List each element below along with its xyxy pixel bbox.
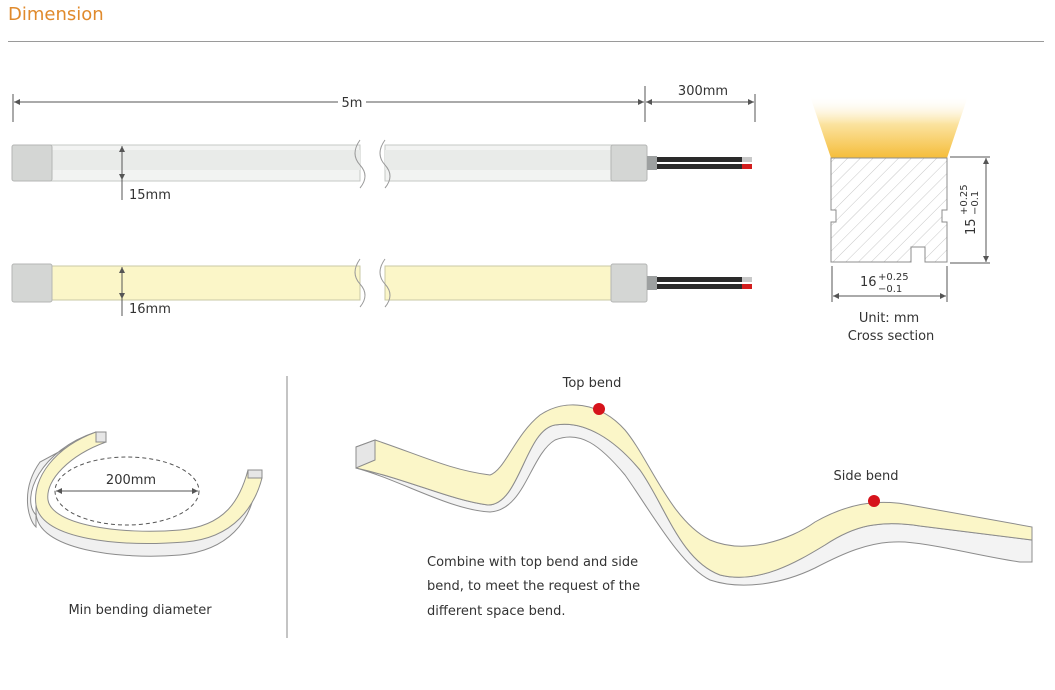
width-tol-plus: +0.25 — [878, 272, 909, 283]
width-tol-minus: −0.1 — [878, 284, 902, 295]
length-dimension: 5m 300mm — [12, 84, 756, 122]
description-line-3: different space bend. — [427, 604, 566, 619]
diameter-label: 200mm — [106, 473, 156, 488]
height-tol-minus: −0.1 — [970, 191, 981, 215]
top-bend-label: Top bend — [562, 376, 622, 391]
yellow-strip — [11, 258, 752, 308]
section-title: Dimension — [8, 4, 104, 25]
length-label: 5m — [342, 96, 363, 111]
clear-width-dimension: 15mm — [119, 146, 171, 203]
yellow-width-label: 16mm — [129, 302, 171, 317]
description-line-1: Combine with top bend and side — [427, 555, 638, 570]
unit-label: Unit: mm — [859, 311, 919, 326]
side-bend-label: Side bend — [834, 469, 899, 484]
clear-width-label: 15mm — [129, 188, 171, 203]
side-bend-marker — [868, 495, 880, 507]
u-bend-strip — [26, 431, 263, 557]
lead-length-label: 300mm — [678, 84, 728, 99]
yellow-width-dimension: 16mm — [119, 267, 171, 317]
bending-caption: Min bending diameter — [68, 603, 212, 618]
width-base-label: 16 — [860, 275, 877, 290]
description-line-2: bend, to meet the request of the — [427, 579, 640, 594]
title-divider — [8, 41, 1044, 42]
clear-strip — [11, 139, 752, 189]
cross-section-caption: Cross section — [848, 329, 935, 344]
wave-strip — [355, 404, 1033, 586]
top-bend-marker — [593, 403, 605, 415]
cross-section-width-dimension: 16 +0.25 −0.1 — [831, 266, 948, 302]
cross-section-height-dimension: 15 +0.25 −0.1 — [950, 156, 990, 264]
height-tol-plus: +0.25 — [959, 184, 970, 215]
cross-section-profile — [810, 96, 968, 263]
height-base-label: 15 — [964, 218, 979, 235]
